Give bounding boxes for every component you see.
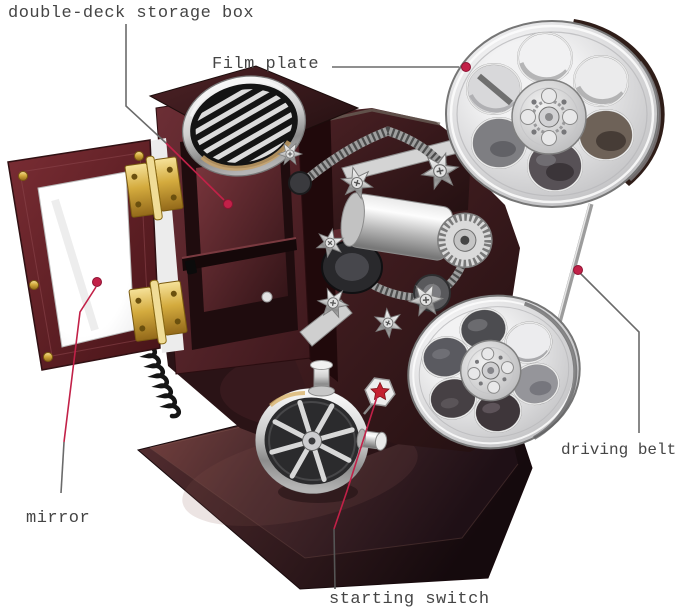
callout-dot [92, 277, 102, 287]
label-starting-switch: starting switch [329, 590, 490, 609]
callout-dots [92, 62, 583, 287]
winding-knob [308, 360, 335, 397]
callout-lines [60, 24, 640, 590]
starting-switch-star [363, 377, 396, 415]
label-double-deck-storage-box: double-deck storage box [8, 4, 255, 23]
speaker-grille [148, 65, 360, 177]
label-mirror: mirror [26, 509, 91, 528]
callout-dot [223, 199, 233, 209]
label-driving-belt: driving belt [561, 441, 677, 459]
star-switch-icon [370, 381, 390, 401]
lens-assembly [340, 192, 493, 269]
driving-belt-rod [553, 203, 594, 335]
mirror-door [7, 139, 161, 371]
label-film-plate: Film plate [212, 55, 320, 74]
callout-dot [573, 265, 583, 275]
film-reel-top [445, 19, 665, 208]
door-hinge [124, 155, 188, 345]
film-reel-bottom [407, 294, 581, 450]
callout-dot [461, 62, 471, 72]
